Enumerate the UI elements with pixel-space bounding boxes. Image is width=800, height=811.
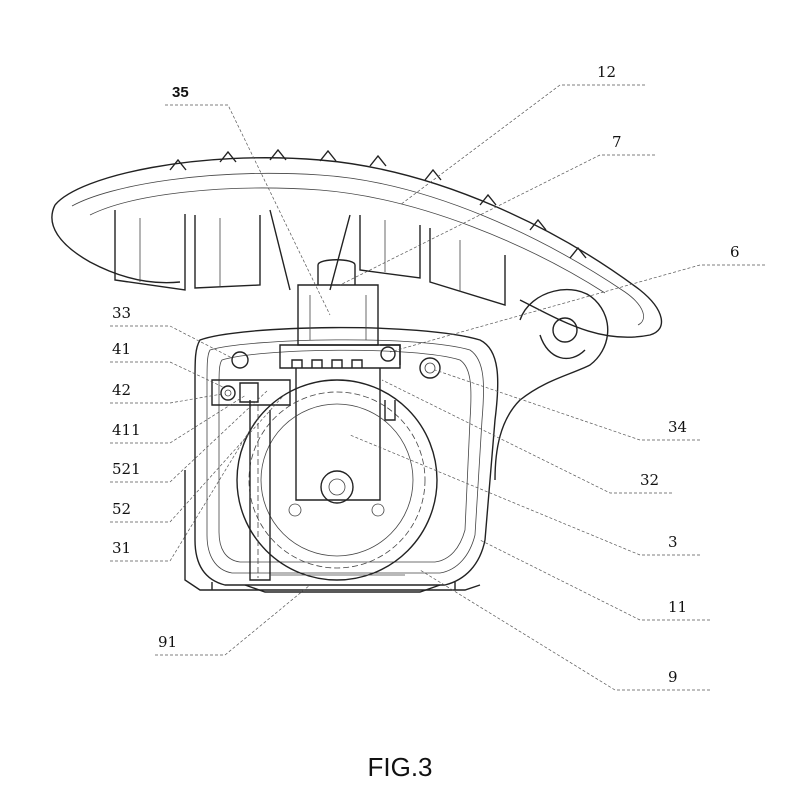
figure-caption: FIG.3	[367, 752, 433, 782]
label-42: 42	[112, 381, 131, 399]
label-12: 12	[597, 63, 616, 81]
label-9: 9	[668, 668, 678, 686]
lever-ear	[494, 288, 609, 481]
label-11: 11	[668, 598, 687, 616]
label-7: 7	[612, 133, 622, 151]
center-plate	[288, 368, 385, 517]
label-41: 41	[112, 340, 131, 358]
label-33: 33	[112, 304, 131, 322]
label-32: 32	[640, 471, 659, 489]
leader-lines	[110, 84, 765, 691]
label-35: 35	[172, 84, 189, 101]
reel-drum	[236, 379, 441, 593]
label-31: 31	[112, 539, 131, 557]
upper-block	[279, 259, 401, 369]
label-411: 411	[112, 421, 141, 439]
label-91: 91	[158, 633, 177, 651]
label-52: 52	[112, 500, 131, 518]
label-3: 3	[668, 533, 678, 551]
label-6: 6	[730, 243, 740, 261]
rollers-and-pins	[211, 344, 441, 406]
label-521: 521	[112, 460, 141, 478]
handle-cover	[51, 148, 663, 338]
label-34: 34	[668, 418, 687, 436]
main-housing	[184, 326, 499, 591]
reference-labels: 35 12 7 6 33 41 42 411 521 52 31 91 34 3…	[112, 63, 740, 686]
